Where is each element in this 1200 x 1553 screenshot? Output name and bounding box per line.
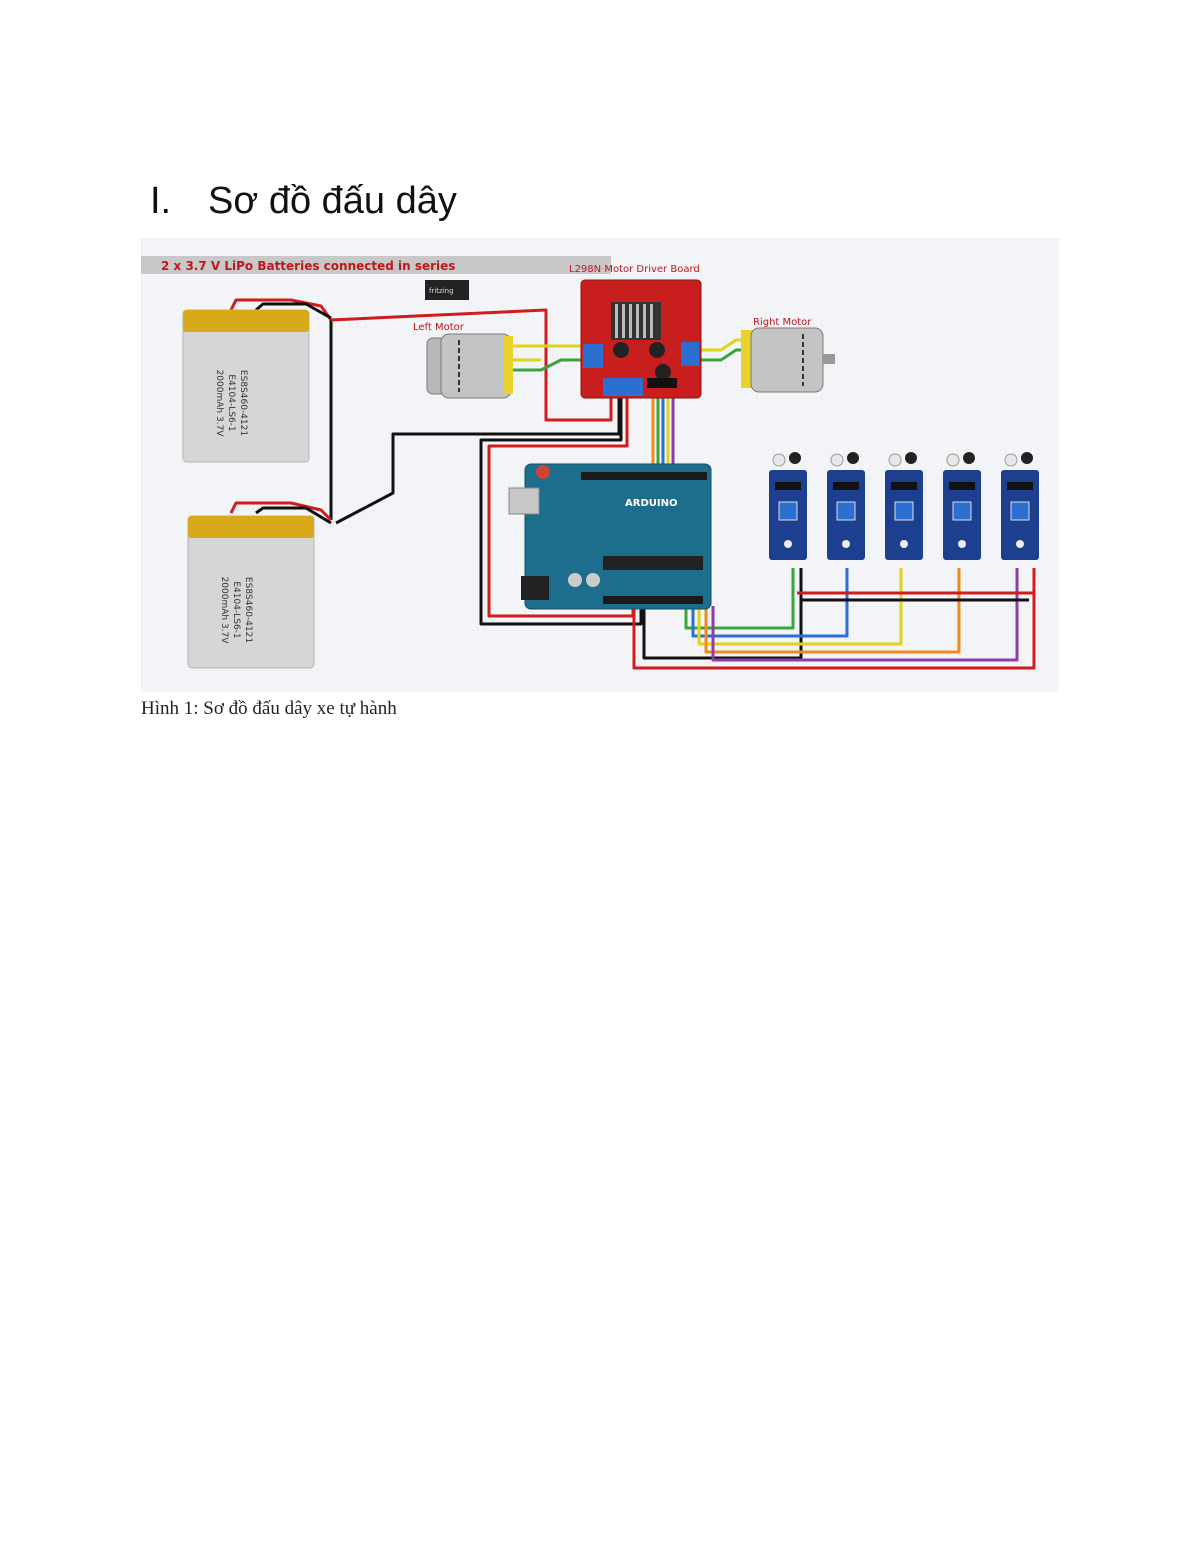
ir-sensor-2 xyxy=(827,452,865,560)
ir-sensor-5 xyxy=(1001,452,1039,560)
left-motor xyxy=(426,333,513,399)
gnd-wire xyxy=(479,388,643,626)
figure-caption: Hình 1: Sơ đồ đấu dây xe tự hành xyxy=(141,698,397,719)
breadboard-tag: fritzing xyxy=(425,280,469,300)
ir-sensor-3 xyxy=(885,452,923,560)
battery-2-code: E4104-LS6-1 xyxy=(231,581,241,638)
battery-1-code: E4104-LS6-1 xyxy=(226,374,236,431)
right-motor xyxy=(741,327,835,393)
arduino-label: ARDUINO xyxy=(625,498,677,509)
breadboard-tag-text: fritzing xyxy=(429,287,454,295)
motor-driver-board xyxy=(580,279,702,399)
battery-ground-wire xyxy=(335,388,621,525)
battery-2-capacity: 2000mAh 3.7V xyxy=(219,577,229,645)
section-heading: I. Sơ đồ đấu dây xyxy=(150,180,457,223)
right-motor-label: Right Motor xyxy=(753,317,812,328)
driver-board-label: L298N Motor Driver Board xyxy=(569,264,700,275)
section-title: Sơ đồ đấu dây xyxy=(208,180,457,222)
section-number: I. xyxy=(150,180,172,222)
battery-1: ES8S460-4121 E4104-LS6-1 2000mAh 3.7V xyxy=(182,309,310,463)
battery-banner-text: 2 x 3.7 V LiPo Batteries connected in se… xyxy=(161,259,455,273)
arduino-board: ARDUINO xyxy=(508,463,712,610)
battery-positive-wire xyxy=(330,308,613,422)
wiring-diagram-figure: 2 x 3.7 V LiPo Batteries connected in se… xyxy=(141,238,1059,692)
battery2-black-wire xyxy=(255,506,332,525)
battery-1-capacity: 2000mAh 3.7V xyxy=(214,370,224,438)
battery-1-model: ES8S460-4121 xyxy=(238,370,248,436)
wiring-diagram: 2 x 3.7 V LiPo Batteries connected in se… xyxy=(141,238,1059,692)
battery1-red-wire xyxy=(229,298,333,321)
left-motor-label: Left Motor xyxy=(413,322,465,333)
ir-sensor-array xyxy=(769,452,1039,560)
battery1-black-wire xyxy=(255,302,332,320)
battery-2-model: ES8S460-4121 xyxy=(243,577,253,643)
battery-2: ES8S460-4121 E4104-LS6-1 2000mAh 3.7V xyxy=(187,515,315,669)
wires xyxy=(229,298,1036,670)
ir-sensor-1 xyxy=(769,452,807,560)
battery2-red-wire xyxy=(229,501,333,522)
ir-sensor-4 xyxy=(943,452,981,560)
battery-banner: 2 x 3.7 V LiPo Batteries connected in se… xyxy=(141,256,611,274)
